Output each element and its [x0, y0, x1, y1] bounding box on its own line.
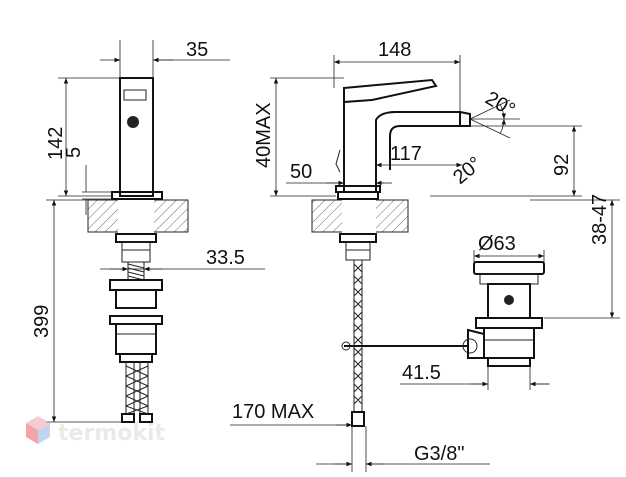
angle-down: 20°	[449, 153, 486, 189]
front-view: 20° 20° 148 40MAX 117	[230, 39, 582, 472]
dim-5: 5	[63, 147, 85, 158]
dim-142: 142	[45, 127, 67, 160]
dim-170max: 170 MAX	[232, 401, 314, 423]
angle-up: 20°	[482, 87, 519, 121]
dim-35: 35	[186, 39, 208, 61]
side-view: 35 142 5 399 33.5	[31, 39, 265, 423]
flex-hoses-side	[121, 362, 153, 423]
waste-cap-side	[109, 279, 163, 291]
termokit-logo: termokit	[26, 416, 165, 446]
braided-hose	[351, 260, 365, 427]
tap-body-front	[343, 102, 461, 193]
waste-assembly: Ø63 38-47 41.5	[400, 194, 620, 390]
rod-connector	[467, 328, 485, 359]
dim-92: 92	[551, 154, 573, 176]
dim-40max: 40MAX	[253, 102, 275, 168]
lever-pin	[127, 116, 139, 128]
dim-148: 148	[378, 39, 411, 61]
aerator	[459, 111, 471, 127]
dim-50: 50	[290, 161, 312, 183]
dim-d63: Ø63	[478, 233, 516, 255]
dim-41-5: 41.5	[402, 362, 441, 384]
dim-33-5: 33.5	[206, 247, 245, 269]
threaded-stem	[127, 262, 145, 281]
dim-117: 117	[390, 143, 422, 165]
dim-g3-8: G3/8"	[414, 443, 464, 465]
dim-399: 399	[31, 305, 53, 338]
waste-cap	[473, 261, 545, 275]
watermark-brand: termokit	[58, 421, 165, 446]
dim-38-47: 38-47	[589, 194, 611, 245]
lever-handle	[343, 78, 438, 104]
tap-body-side	[119, 77, 154, 197]
